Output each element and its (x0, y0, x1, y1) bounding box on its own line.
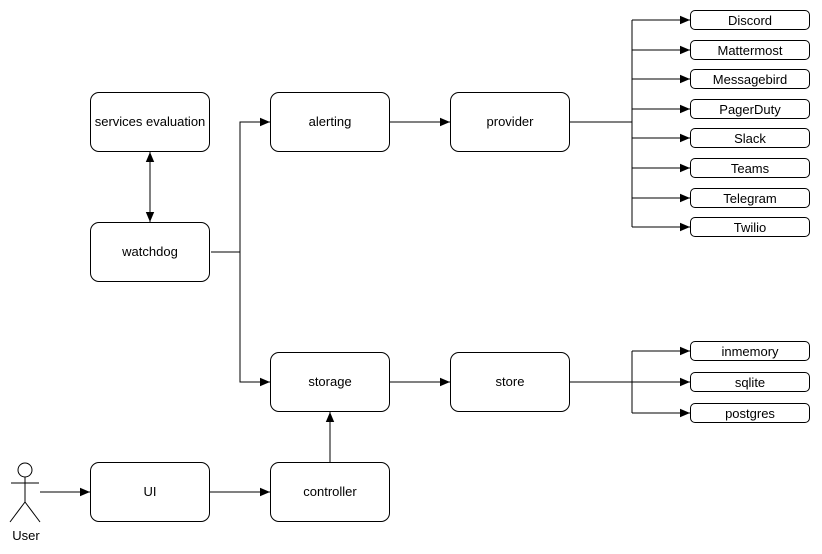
node-store: store (450, 352, 570, 412)
user-actor-label: User (12, 528, 40, 543)
node-provider-discord: Discord (690, 10, 810, 30)
edge-watchdog-alerting (211, 117, 270, 253)
node-store-inmemory: inmemory (690, 341, 810, 361)
store-fanout (570, 346, 690, 418)
node-provider-mattermost: Mattermost (690, 40, 810, 60)
node-services-evaluation: services evaluation (90, 92, 210, 152)
node-store-postgres: postgres (690, 403, 810, 423)
node-store-sqlite: sqlite (690, 372, 810, 392)
node-provider-pagerduty: PagerDuty (690, 99, 810, 119)
node-controller: controller (270, 462, 390, 522)
provider-fanout (570, 15, 690, 232)
user-actor-icon (9, 462, 41, 523)
node-provider-messagebird: Messagebird (690, 69, 810, 89)
node-provider-twilio: Twilio (690, 217, 810, 237)
node-alerting: alerting (270, 92, 390, 152)
node-provider: provider (450, 92, 570, 152)
node-provider-slack: Slack (690, 128, 810, 148)
node-ui: UI (90, 462, 210, 522)
node-watchdog: watchdog (90, 222, 210, 282)
node-storage: storage (270, 352, 390, 412)
edge-watchdog-storage (239, 252, 270, 387)
node-provider-telegram: Telegram (690, 188, 810, 208)
node-provider-teams: Teams (690, 158, 810, 178)
